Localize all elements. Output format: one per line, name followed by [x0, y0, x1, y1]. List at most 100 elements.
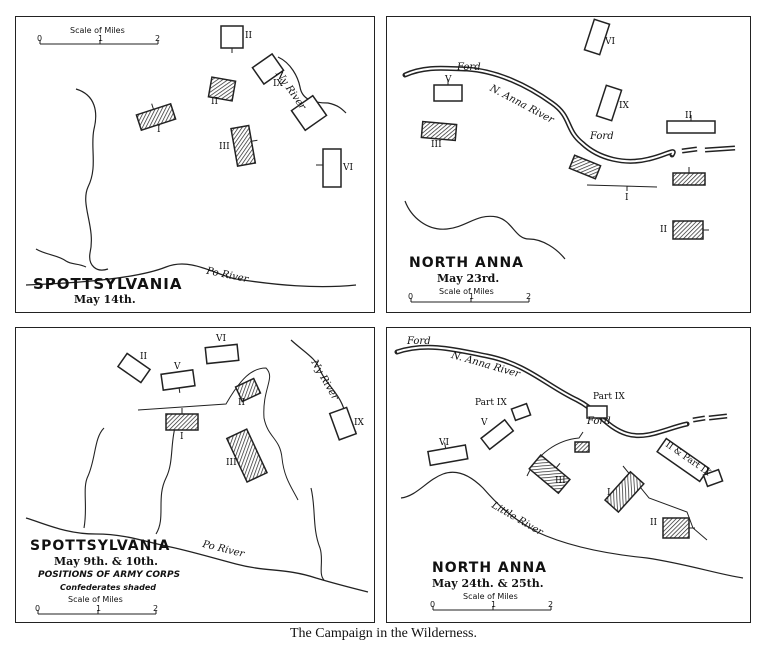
- corps-label: I: [157, 125, 161, 135]
- corps-label: II: [211, 97, 219, 107]
- corps-III-confederate-box: [230, 124, 258, 167]
- panel-date: May 24th. & 25th.: [432, 577, 544, 590]
- scale-bar: [432, 606, 552, 611]
- corps-label: I: [607, 488, 611, 498]
- map-panel-spottsylvania-may9-10: VI II V II I III IX Ny River Po River SP…: [15, 327, 375, 623]
- map-panel-spottsylvania-may14: Scale of Miles 0 1 2 II IX II I III VI N…: [15, 16, 375, 313]
- corps-label: II: [650, 518, 658, 528]
- corps-label: VI: [216, 334, 227, 344]
- corps-label: II: [245, 31, 253, 41]
- scale-tick-2: 2: [153, 604, 159, 613]
- corps-IX-box: [595, 84, 623, 122]
- corps-IX-box: [251, 52, 285, 86]
- map-panel-north-anna-may24-25: Ford N. Anna River Ford Little River Par…: [386, 327, 751, 623]
- corps-VI-box: [316, 148, 342, 188]
- ford-label: Ford: [590, 131, 614, 142]
- stream: [75, 88, 109, 271]
- scale-label: Scale of Miles: [463, 592, 518, 601]
- stream: [155, 423, 177, 535]
- ford-label: Ford: [407, 336, 431, 347]
- scale-label: Scale of Miles: [439, 287, 494, 296]
- corps-V-box: [479, 418, 515, 451]
- corps-label: VI: [605, 37, 616, 47]
- bracket: [586, 184, 658, 191]
- corps-label: I: [625, 193, 629, 203]
- scale-tick-0: 0: [37, 34, 43, 43]
- panel-title: NORTH ANNA: [432, 560, 548, 576]
- corps-label: V: [174, 362, 181, 372]
- corps-label: V: [481, 418, 488, 428]
- corps-label: Part IX: [593, 392, 625, 402]
- corps-V-box: [433, 79, 463, 102]
- scale-tick-0: 0: [408, 292, 414, 301]
- scale-tick-1: 1: [98, 34, 104, 43]
- scale-tick-2: 2: [155, 34, 161, 43]
- stream: [83, 427, 105, 529]
- panel-title: NORTH ANNA: [409, 255, 525, 271]
- corps-label: III: [431, 140, 442, 150]
- corps-label: VI: [439, 438, 450, 448]
- panel-date: May 9th. & 10th.: [54, 555, 158, 568]
- map-panel-north-anna-may23: Ford N. Anna River Ford VI V IX III II I…: [386, 16, 751, 313]
- corps-label: V: [445, 75, 452, 85]
- confederate-line: [137, 367, 299, 501]
- corps-label: VI: [343, 163, 354, 173]
- po-river: [25, 517, 369, 593]
- corps-label: III: [219, 142, 230, 152]
- corps-III-confederate-box: [225, 428, 269, 483]
- map-note-positions: POSITIONS OF ARMY CORPS: [38, 570, 181, 580]
- corps-label: III: [555, 476, 566, 486]
- corps-II-box: [220, 25, 244, 53]
- po-river: [25, 263, 357, 288]
- corps-label: IX: [273, 79, 283, 89]
- corps-III-confederate-box: [420, 120, 458, 142]
- corps-II-box: [666, 115, 716, 134]
- corps-VI-box: [583, 18, 611, 56]
- corps-I-confederate-box: [672, 167, 706, 186]
- corps-II-confederate-box: [207, 76, 237, 102]
- corps-part-IX-box: [586, 405, 608, 419]
- scale-tick-2: 2: [548, 600, 554, 609]
- corps-II-confederate-box: [234, 377, 262, 403]
- scale-label: Scale of Miles: [70, 26, 125, 35]
- corps-label: I: [180, 432, 184, 442]
- map-note-confederates: Confederates shaded: [60, 583, 156, 592]
- stream: [310, 487, 325, 581]
- stream: [35, 248, 87, 268]
- scale-tick-0: 0: [35, 604, 41, 613]
- panel-title: SPOTTSYLVANIA: [33, 275, 183, 293]
- figure-caption: The Campaign in the Wilderness.: [290, 626, 477, 641]
- corps-label: III: [226, 458, 237, 468]
- corps-III-confederate-box: [528, 453, 571, 495]
- map-drawing: [394, 344, 744, 611]
- map-drawing: [402, 18, 736, 303]
- corps-box: [702, 468, 724, 488]
- ford-label: Ford: [457, 62, 481, 73]
- corps-label: II: [660, 225, 668, 235]
- corps-I-confederate-box: [135, 102, 177, 132]
- corps-label: II: [238, 398, 246, 408]
- corps-label: IX: [354, 418, 364, 428]
- north-anna-river: [394, 344, 690, 439]
- scale-tick-2: 2: [526, 292, 532, 301]
- corps-II-box: [116, 352, 152, 384]
- corps-label: Part IX: [475, 398, 507, 408]
- corps-IX-box: [328, 406, 358, 441]
- corps-VI-box: [427, 442, 469, 467]
- scale-label: Scale of Miles: [68, 595, 123, 604]
- scale-bar: [37, 610, 157, 615]
- corps-confederate-box: [290, 94, 328, 132]
- corps-label: IX: [619, 101, 629, 111]
- corps-I-confederate-box: [603, 470, 645, 514]
- corps-label: II: [685, 111, 693, 121]
- scale-tick-1: 1: [491, 600, 497, 609]
- panel-title: SPOTTSYLVANIA: [30, 538, 171, 554]
- scale-bar: [410, 298, 530, 303]
- panel-date: May 14th.: [74, 293, 136, 306]
- corps-I-confederate-box: [165, 408, 199, 431]
- scale-tick-1: 1: [469, 292, 475, 301]
- corps-VI-box: [204, 343, 240, 365]
- corps-part-IX-box: [510, 402, 532, 422]
- stream: [404, 200, 566, 260]
- corps-label: II: [140, 352, 148, 362]
